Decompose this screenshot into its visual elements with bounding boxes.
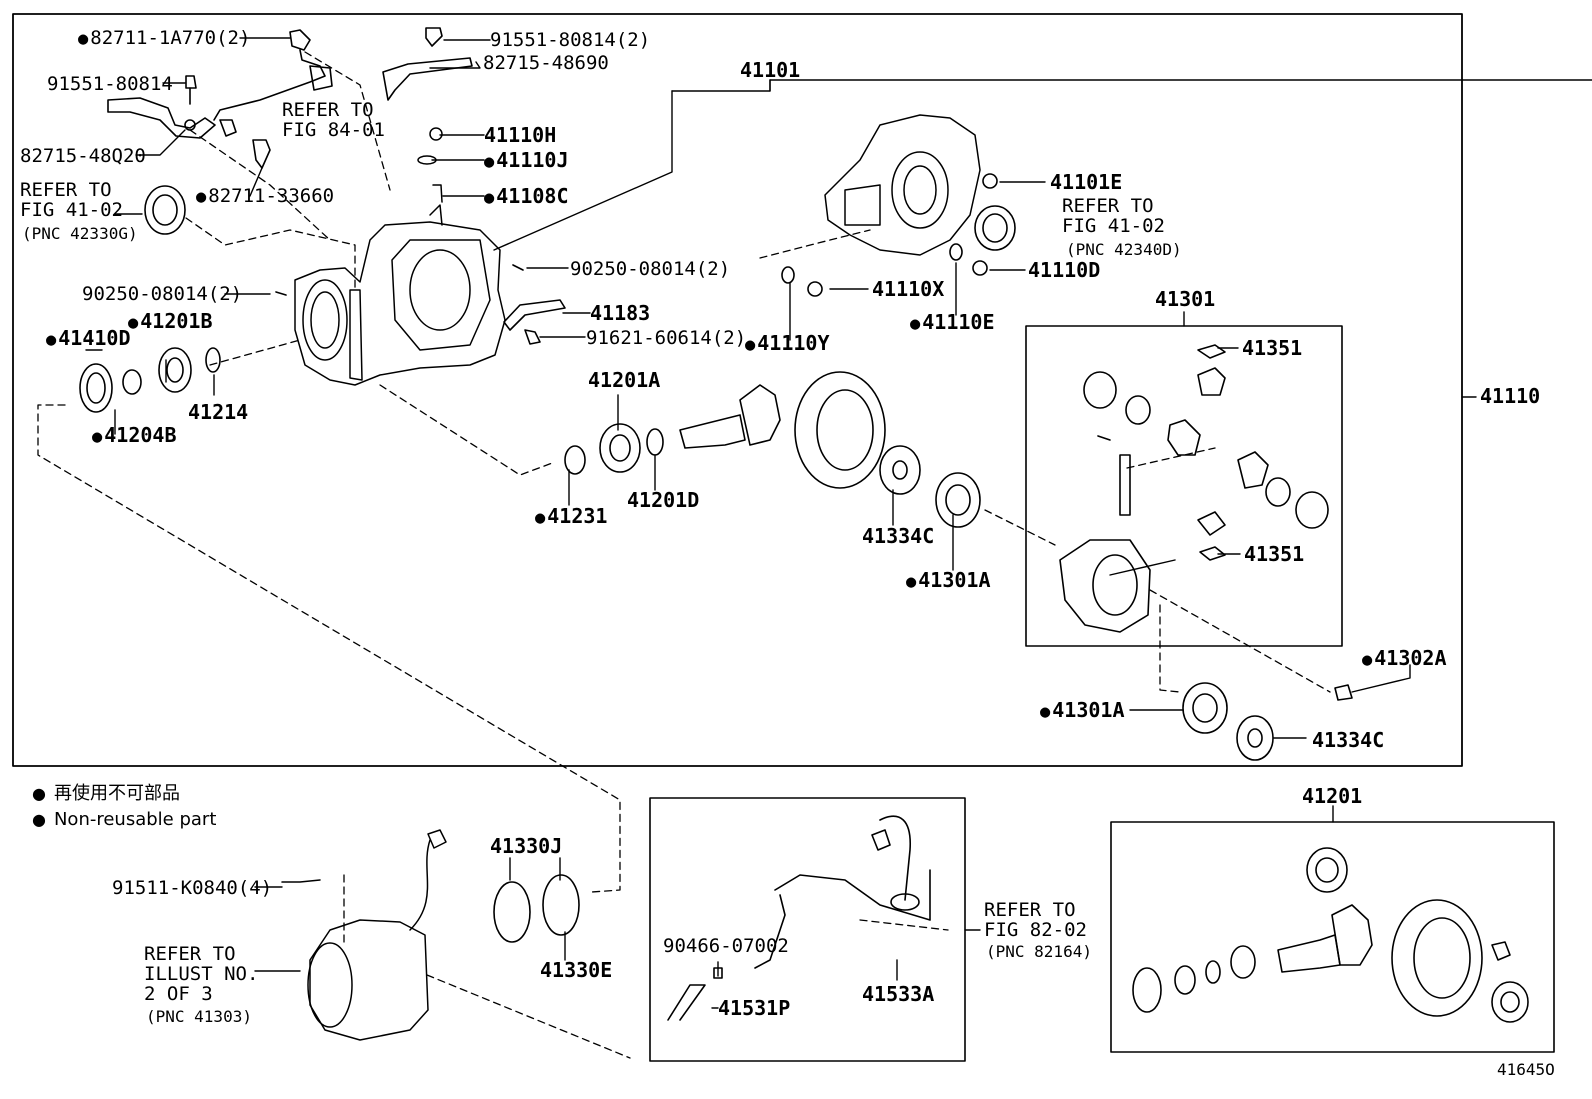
- label-41330j: 41330J: [490, 834, 563, 858]
- o-rings: [493, 874, 580, 943]
- label-refer-fig-82-02: REFER TO FIG 82-02: [984, 899, 1087, 941]
- label-41301: 41301: [1155, 287, 1216, 311]
- label-refer-fig-41-02-left: REFER TO FIG 41-02: [20, 179, 123, 221]
- label-90250-08014-left: 90250-08014(2): [82, 283, 243, 305]
- label-41330e: 41330E: [540, 958, 613, 982]
- label-82711-1a770: 82711-1A770(2): [78, 28, 250, 49]
- oil-seal-right: [974, 205, 1016, 251]
- label-41110y: 41110Y: [745, 333, 829, 355]
- label-41108c: 41108C: [484, 186, 568, 208]
- label-41101e: 41101E: [1050, 170, 1123, 194]
- breather-hose-parts: [667, 815, 931, 1021]
- label-41110h: 41110H: [484, 123, 557, 147]
- label-41334c-upper: 41334C: [862, 524, 935, 548]
- breather-hose-box: [649, 797, 966, 1062]
- label-41101: 41101: [740, 58, 801, 82]
- diff-lock-actuator: [281, 829, 447, 1041]
- label-82715-48q20: 82715-48Q20: [20, 145, 146, 167]
- label-refer-fig-41-02-right: REFER TO FIG 41-02: [1062, 195, 1165, 237]
- label-41201b: 41201B: [128, 311, 212, 333]
- label-refer-illust: REFER TO ILLUST NO. 2 OF 3: [144, 943, 259, 1005]
- label-41301a-lower: 41301A: [1040, 700, 1124, 722]
- label-41183: 41183: [590, 301, 651, 325]
- label-91511-k0840: 91511-K0840(4): [112, 877, 273, 899]
- baffle-plate: [503, 299, 566, 331]
- label-41201d: 41201D: [627, 488, 700, 512]
- bearing-41301a-lower: [1182, 682, 1228, 734]
- gear-kit-box: [1110, 821, 1555, 1053]
- label-pnc-42330g: (PNC 42330G): [22, 224, 138, 243]
- left-bearing-stack: [79, 347, 221, 413]
- sensor-bracket-group: [107, 27, 473, 169]
- label-refer-fig-84-01: REFER TO FIG 84-01: [282, 99, 385, 141]
- label-41201: 41201: [1302, 784, 1363, 808]
- label-41110x: 41110X: [872, 277, 945, 301]
- label-41302a: 41302A: [1362, 648, 1446, 670]
- label-41334c-lower: 41334C: [1312, 728, 1385, 752]
- label-pnc-41303: (PNC 41303): [146, 1007, 252, 1026]
- differential-case-box: [1025, 325, 1343, 647]
- label-41204b: 41204B: [92, 425, 176, 447]
- legend-english: ●Non-reusable part: [32, 809, 217, 830]
- label-41214: 41214: [188, 400, 249, 424]
- label-41201a: 41201A: [588, 368, 661, 392]
- ring-gear: [794, 371, 886, 489]
- label-90250-08014-right: 90250-08014(2): [570, 258, 731, 280]
- label-82715-48690: 82715-48690: [483, 52, 609, 74]
- diagram-id: 41645O: [1497, 1060, 1555, 1079]
- label-41110d: 41110D: [1028, 258, 1101, 282]
- label-pnc-82164: (PNC 82164): [986, 942, 1092, 961]
- label-41410d: 41410D: [46, 328, 130, 350]
- differential-parts: [1059, 344, 1329, 633]
- label-41351-top: 41351: [1242, 336, 1303, 360]
- legend-japanese: ●再使用不可部品: [32, 783, 180, 804]
- label-91551-80814: 91551-80814: [47, 73, 173, 95]
- label-41231: 41231: [535, 506, 607, 528]
- oil-seal-left: [144, 185, 186, 235]
- leader-lines: [85, 37, 1592, 1009]
- label-41531p: 41531P: [718, 996, 791, 1020]
- label-90466-07002: 90466-07002: [663, 935, 789, 957]
- label-82711-33660: 82711-33660: [196, 186, 334, 207]
- side-bearing: [935, 472, 981, 528]
- label-91621-60614: 91621-60614(2): [586, 327, 747, 349]
- main-assembly-frame: [12, 13, 1463, 767]
- label-41533a: 41533A: [862, 982, 935, 1006]
- pinion-stack: [564, 384, 781, 475]
- label-41351-bottom: 41351: [1244, 542, 1305, 566]
- rear-cover: [824, 114, 981, 256]
- label-pnc-42340d: (PNC 42340D): [1066, 240, 1182, 259]
- label-41110j: 41110J: [484, 150, 568, 172]
- carrier-housing: [294, 127, 506, 386]
- label-91551-80814-2: 91551-80814(2): [490, 29, 651, 51]
- label-41301a-upper: 41301A: [906, 570, 990, 592]
- label-41110e: 41110E: [910, 312, 994, 334]
- label-41110: 41110: [1480, 384, 1541, 408]
- gear-kit-parts: [1132, 847, 1529, 1023]
